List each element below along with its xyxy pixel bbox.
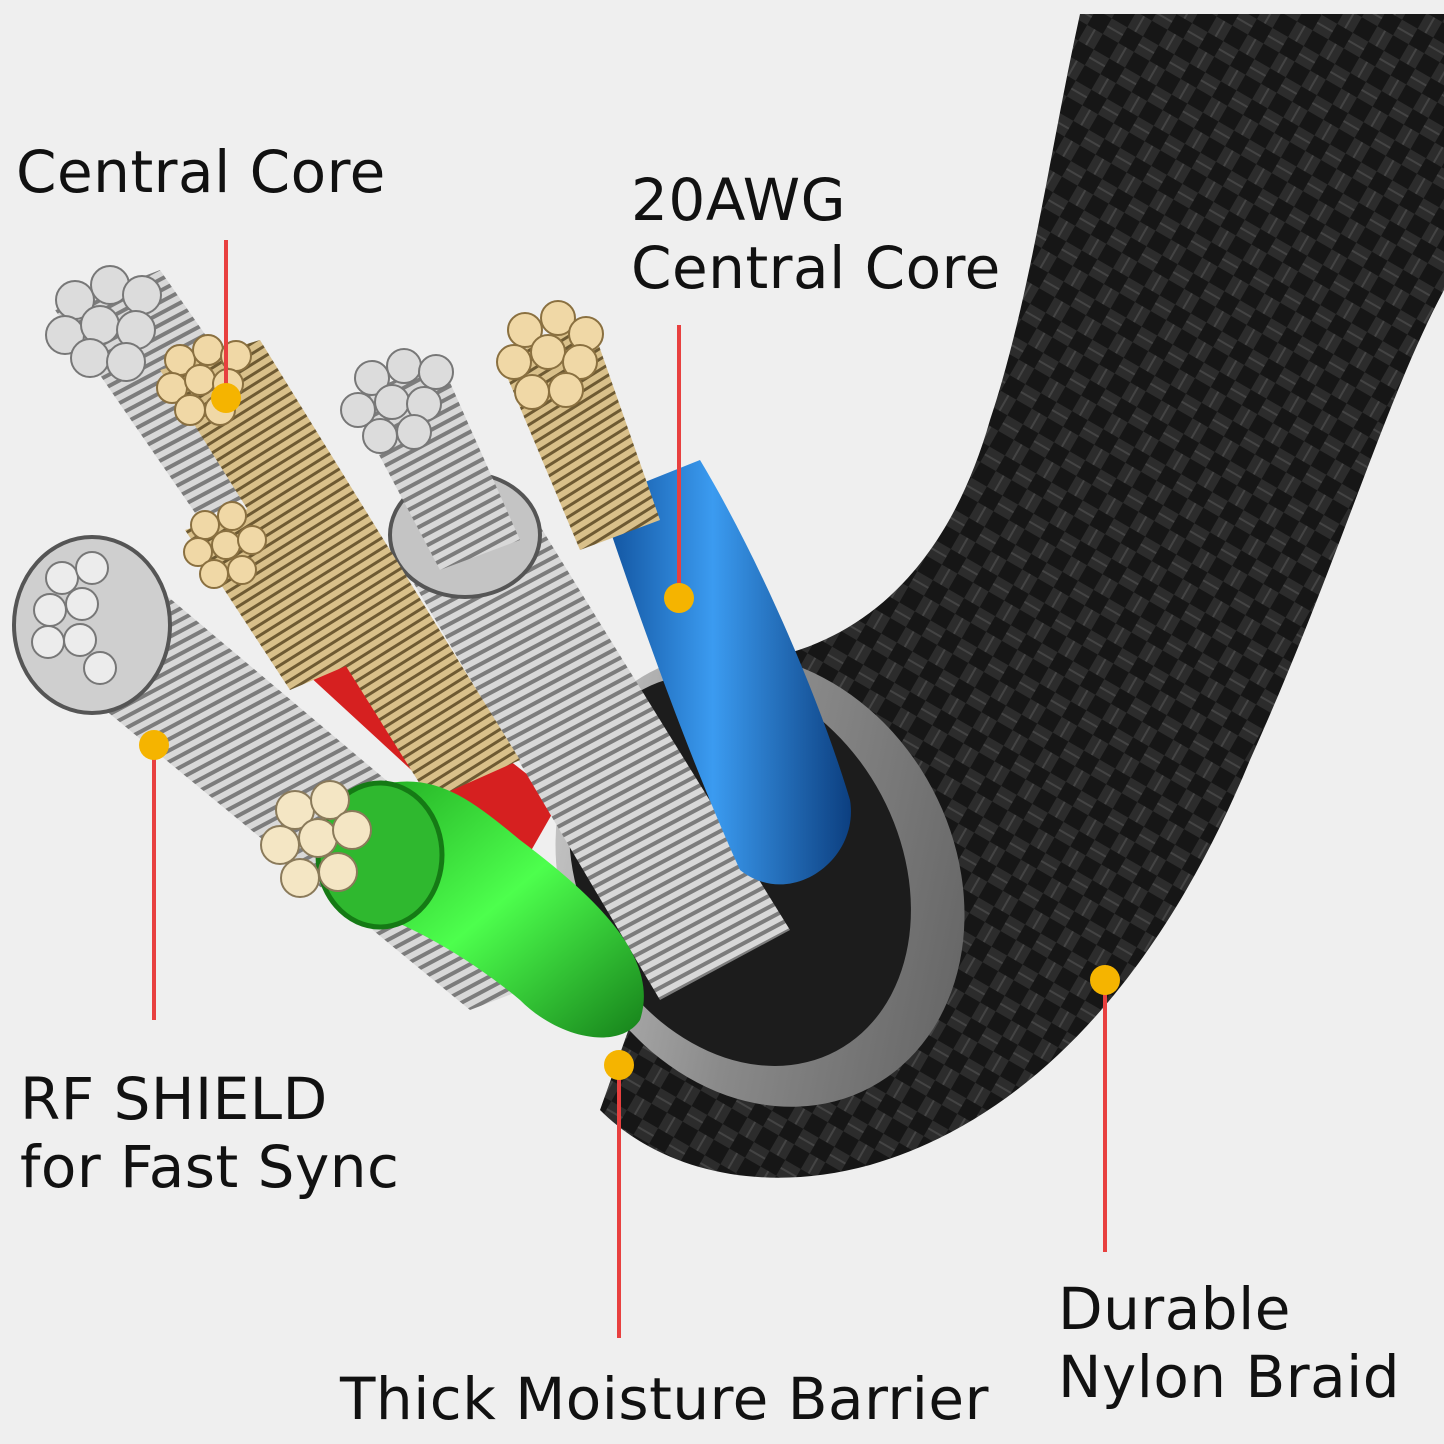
leader-lines	[152, 240, 1107, 1338]
nylon-braid-line1: Durable	[1058, 1275, 1291, 1343]
marker-central-core	[211, 383, 241, 413]
nylon-braid-line2: Nylon Braid	[1058, 1343, 1401, 1411]
silver-conductor-strands	[340, 348, 454, 454]
marker-moisture	[604, 1050, 634, 1080]
central-core-conductor	[160, 340, 520, 800]
nylon-braid-label: Durable Nylon Braid	[1058, 1275, 1400, 1411]
awg-copper-strands	[496, 300, 604, 410]
center-shield-conductor	[400, 510, 790, 1000]
rf-shield-strands	[31, 551, 117, 685]
moisture-barrier-label: Thick Moisture Barrier	[340, 1365, 989, 1433]
marker-dots	[139, 383, 1120, 1080]
central-core-label: Central Core	[16, 138, 386, 206]
marker-20awg	[664, 583, 694, 613]
central-core-text: Central Core	[16, 138, 386, 206]
marker-nylon	[1090, 965, 1120, 995]
blue-insulated-wire	[600, 460, 851, 885]
rf-shield-line1: RF SHIELD	[20, 1065, 328, 1133]
small-copper-strands	[183, 501, 267, 589]
rf-shield-line2: for Fast Sync	[20, 1133, 400, 1201]
top-silver-strands	[45, 265, 162, 382]
awg-core-line1: 20AWG	[631, 166, 847, 234]
rf-shield-label: RF SHIELD for Fast Sync	[20, 1065, 399, 1201]
green-wire-strands	[260, 780, 372, 898]
moisture-barrier-text: Thick Moisture Barrier	[340, 1365, 989, 1433]
awg-core-line2: Central Core	[631, 234, 1001, 302]
awg-central-core-label: 20AWG Central Core	[631, 166, 1001, 302]
marker-rf-shield	[139, 730, 169, 760]
